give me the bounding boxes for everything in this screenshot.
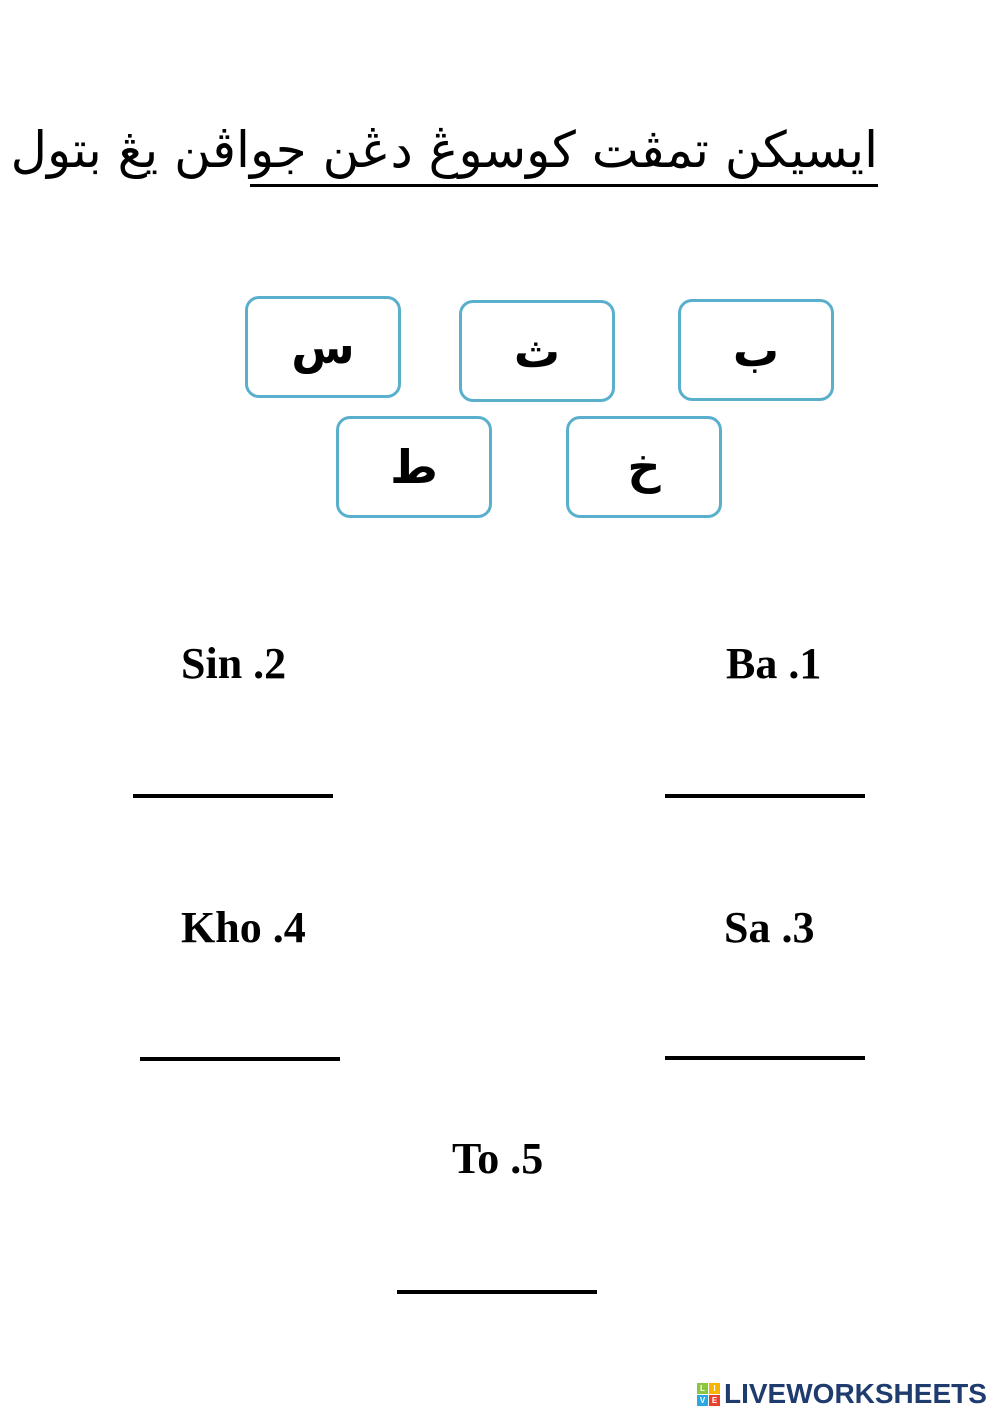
- liveworksheets-logo: L I V E LIVEWORKSHEETS: [697, 1378, 987, 1410]
- logo-squares-icon: L I V E: [697, 1382, 720, 1406]
- logo-letter: E: [709, 1394, 720, 1406]
- logo-letter: V: [697, 1394, 708, 1406]
- letter-card-kho[interactable]: خ: [566, 416, 722, 518]
- question-5-label: To .5: [452, 1134, 544, 1183]
- letter-card-ba[interactable]: ب: [678, 299, 834, 401]
- answer-blank-5[interactable]: [397, 1290, 597, 1294]
- logo-text: LIVEWORKSHEETS: [724, 1378, 987, 1409]
- letter-card-to[interactable]: ط: [336, 416, 492, 518]
- letter-card-sin[interactable]: س: [245, 296, 401, 398]
- logo-letter: L: [697, 1382, 708, 1394]
- letter-card-sa[interactable]: ث: [459, 300, 615, 402]
- answer-blank-4[interactable]: [140, 1057, 340, 1061]
- answer-blank-2[interactable]: [133, 794, 333, 798]
- question-1-label: Ba .1: [726, 639, 822, 688]
- question-3-label: Sa .3: [724, 903, 815, 952]
- answer-blank-3[interactable]: [665, 1056, 865, 1060]
- logo-letter: I: [709, 1382, 720, 1394]
- question-2-label: Sin .2: [181, 639, 287, 688]
- question-4-label: Kho .4: [181, 903, 306, 952]
- worksheet-title: ايسيكن تمڤت كوسوڠ دڠن جواڤن يڠ بتول: [11, 118, 878, 187]
- answer-blank-1[interactable]: [665, 794, 865, 798]
